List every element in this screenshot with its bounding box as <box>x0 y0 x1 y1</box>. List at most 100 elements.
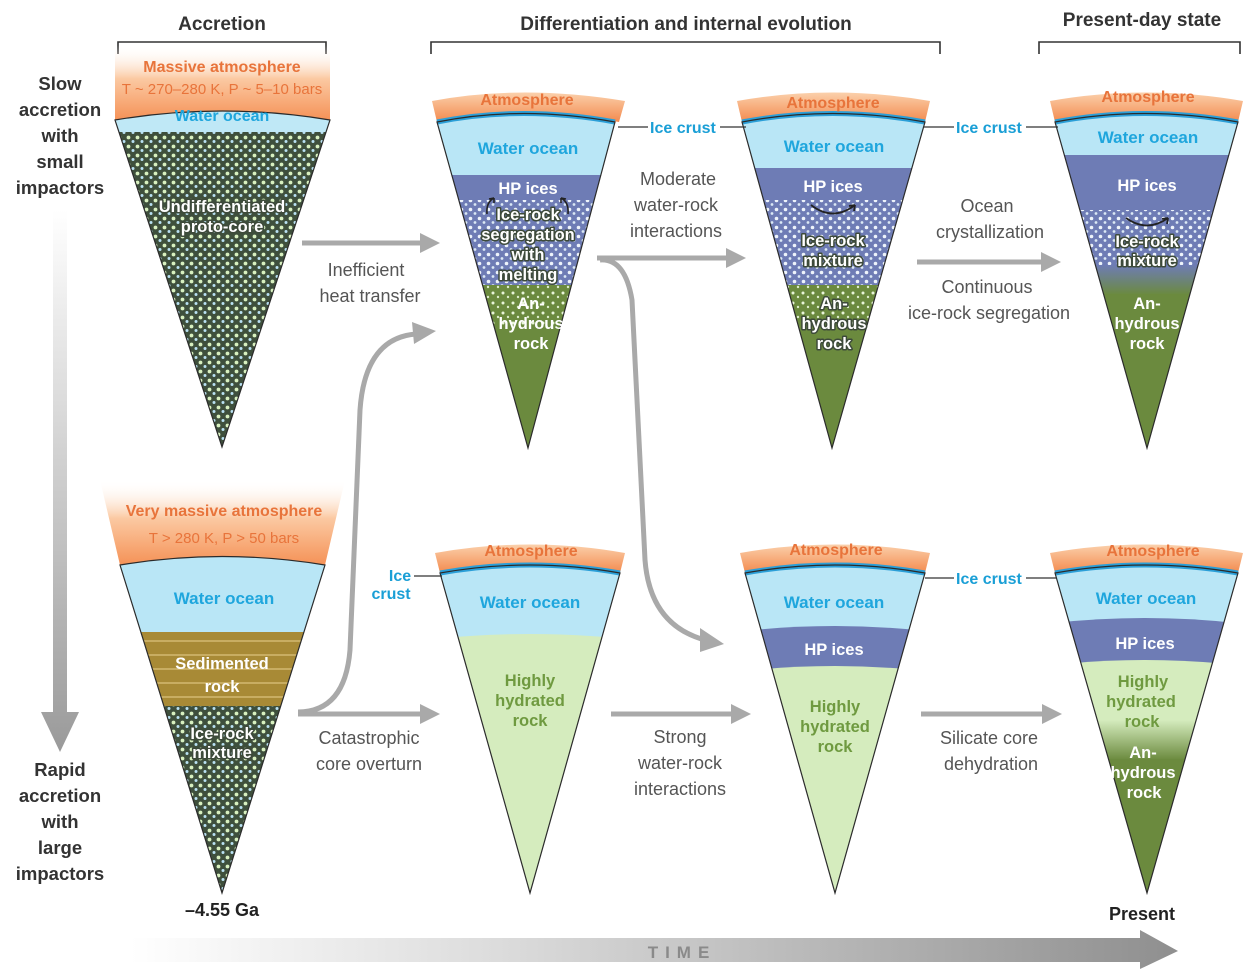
svg-text:rock: rock <box>1127 784 1163 802</box>
svg-text:rock: rock <box>817 335 853 353</box>
ice-crust-label-top-2: Ice crust <box>924 120 1058 137</box>
svg-text:Undifferentiated: Undifferentiated <box>159 198 286 216</box>
side-label-slow: Slow accretion with small impactors <box>16 73 104 198</box>
process-label-bottom-1: Catastrophic core overturn <box>316 728 422 774</box>
svg-text:with: with <box>41 125 79 146</box>
arrow-top-1-head <box>420 233 440 253</box>
svg-text:Atmosphere: Atmosphere <box>484 543 577 560</box>
svg-text:Ice-rock: Ice-rock <box>801 232 865 250</box>
bracket-present-state <box>1038 41 1241 54</box>
svg-text:heat transfer: heat transfer <box>319 286 420 306</box>
svg-text:water-rock: water-rock <box>637 753 723 773</box>
svg-text:small: small <box>36 151 83 172</box>
header-present-state: Present-day state <box>1063 10 1221 31</box>
svg-text:hydrous: hydrous <box>498 315 563 333</box>
svg-text:proto-core: proto-core <box>181 218 264 236</box>
svg-text:Highly: Highly <box>1118 673 1169 691</box>
svg-text:rock: rock <box>514 335 550 353</box>
arrow-branch-down-head <box>700 628 724 652</box>
svg-text:Strong: Strong <box>653 727 706 747</box>
svg-text:An-: An- <box>820 295 848 313</box>
svg-text:crystallization: crystallization <box>936 222 1044 242</box>
svg-text:with: with <box>511 246 545 264</box>
svg-text:Water ocean: Water ocean <box>784 137 884 156</box>
svg-text:Water ocean: Water ocean <box>1096 589 1196 608</box>
process-label-top-2: Moderate water-rock interactions <box>630 169 722 241</box>
svg-text:Rapid: Rapid <box>34 759 85 780</box>
svg-text:HP ices: HP ices <box>1115 635 1174 653</box>
atmosphere-layer <box>115 45 330 120</box>
svg-text:An-: An- <box>1133 295 1161 313</box>
water-ocean-layer <box>437 113 615 180</box>
arrow-bottom-2-head <box>731 704 751 724</box>
svg-text:An-: An- <box>1129 744 1157 762</box>
svg-text:rock: rock <box>205 678 241 696</box>
svg-text:Atmosphere: Atmosphere <box>480 92 573 109</box>
svg-text:Very massive atmosphere: Very massive atmosphere <box>126 503 323 520</box>
time-start-label: –4.55 Ga <box>185 900 260 920</box>
svg-text:impactors: impactors <box>16 863 104 884</box>
svg-text:Silicate core: Silicate core <box>940 728 1038 748</box>
svg-text:HP ices: HP ices <box>804 641 863 659</box>
svg-text:Sedimented: Sedimented <box>175 655 269 673</box>
svg-text:HP ices: HP ices <box>803 178 862 196</box>
svg-text:Highly: Highly <box>505 672 556 690</box>
svg-text:rock: rock <box>513 712 549 730</box>
side-label-rapid: Rapid accretion with large impactors <box>16 759 104 884</box>
svg-text:water-rock: water-rock <box>633 195 719 215</box>
svg-text:hydrous: hydrous <box>801 315 866 333</box>
svg-text:mixture: mixture <box>192 744 252 762</box>
svg-text:Atmosphere: Atmosphere <box>1106 543 1199 560</box>
svg-text:Ice-rock: Ice-rock <box>496 206 560 224</box>
svg-text:Water ocean: Water ocean <box>480 593 580 612</box>
svg-text:Atmosphere: Atmosphere <box>789 542 882 559</box>
svg-text:large: large <box>38 837 82 858</box>
ice-crust-label-top-1: Ice crust <box>618 120 746 137</box>
header-differentiation: Differentiation and internal evolution <box>520 14 851 35</box>
svg-text:Ice crust: Ice crust <box>956 571 1022 588</box>
svg-text:Slow: Slow <box>38 73 82 94</box>
svg-text:hydrous: hydrous <box>1114 315 1179 333</box>
svg-text:hydrated: hydrated <box>1106 693 1176 711</box>
svg-text:Ice-rock: Ice-rock <box>190 725 254 743</box>
svg-text:Continuous: Continuous <box>941 277 1032 297</box>
svg-text:Water ocean: Water ocean <box>1098 128 1198 147</box>
svg-text:An-: An- <box>517 295 545 313</box>
cone-bottom-stage3: Atmosphere Water ocean HP ices Highly hy… <box>1050 543 1243 896</box>
arrow-overturn-up <box>297 331 417 715</box>
svg-text:Moderate: Moderate <box>640 169 716 189</box>
svg-text:interactions: interactions <box>630 221 722 241</box>
process-label-top-3a: Ocean crystallization <box>936 196 1044 242</box>
atmosphere-layer <box>100 480 345 565</box>
arrow-top-2-head <box>726 248 746 268</box>
process-label-top-1: Inefficient heat transfer <box>319 260 420 306</box>
svg-text:hydrous: hydrous <box>1110 764 1175 782</box>
arrow-bottom-3-head <box>1042 704 1062 724</box>
process-label-bottom-3: Silicate core dehydration <box>940 728 1038 774</box>
cone-top-stage1: Atmosphere Water ocean HP ices Ice-rock … <box>432 92 625 451</box>
cone-bottom-accretion: Very massive atmosphere T > 280 K, P > 5… <box>100 480 345 896</box>
svg-text:Highly: Highly <box>810 698 861 716</box>
svg-text:impactors: impactors <box>16 177 104 198</box>
arrow-top-3-head <box>1041 252 1061 272</box>
svg-text:accretion: accretion <box>19 785 101 806</box>
time-arrow <box>130 930 1178 969</box>
svg-text:Atmosphere: Atmosphere <box>786 95 879 112</box>
arrow-branch-down <box>599 257 706 643</box>
svg-text:Ice: Ice <box>389 568 411 585</box>
cone-bottom-stage1: Atmosphere Water ocean Highly hydrated r… <box>435 543 625 896</box>
svg-text:HP ices: HP ices <box>498 180 557 198</box>
svg-text:ice-rock segregation: ice-rock segregation <box>908 303 1070 323</box>
process-arrows <box>297 233 1062 724</box>
cone-top-stage3: Atmosphere Water ocean HP ices Ice-rock … <box>1050 89 1243 451</box>
svg-text:hydrated: hydrated <box>800 718 870 736</box>
svg-text:Ice crust: Ice crust <box>956 120 1022 137</box>
bracket-differentiation <box>430 41 941 54</box>
svg-text:T ~ 270–280 K, P ~ 5–10 bars: T ~ 270–280 K, P ~ 5–10 bars <box>122 81 322 98</box>
proto-core-layer <box>115 132 330 447</box>
svg-text:hydrated: hydrated <box>495 692 565 710</box>
svg-text:rock: rock <box>818 738 854 756</box>
svg-text:interactions: interactions <box>634 779 726 799</box>
svg-text:Massive atmosphere: Massive atmosphere <box>143 59 301 76</box>
